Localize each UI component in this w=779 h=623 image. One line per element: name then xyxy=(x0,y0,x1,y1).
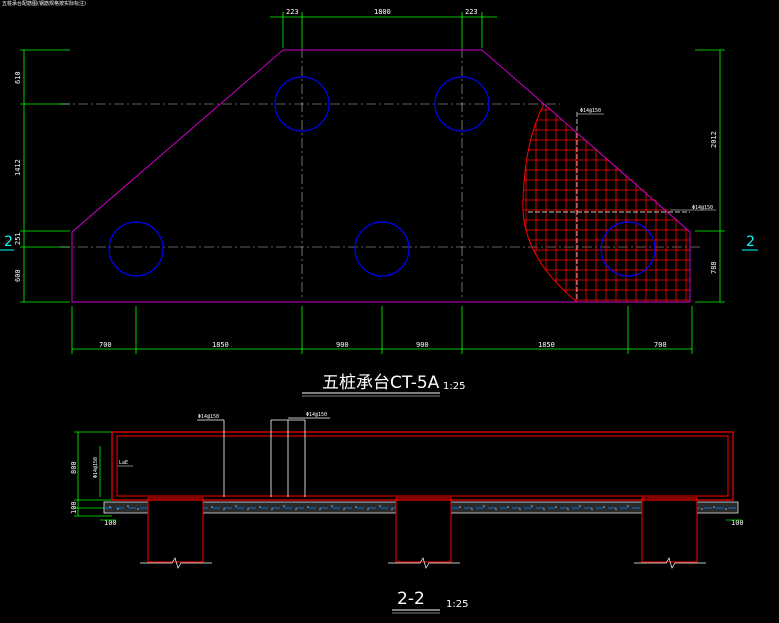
pile-4 xyxy=(354,221,410,277)
bottom-dim-3: 900 xyxy=(336,341,349,349)
section-left-dimension xyxy=(74,431,112,517)
section-side-label: LaE xyxy=(119,460,128,466)
rebar-leaders xyxy=(528,112,690,300)
section-small-dim-left: 100 xyxy=(104,519,117,527)
gravel-texture xyxy=(109,505,727,510)
section-dim-height: 800 xyxy=(70,461,78,474)
left-dim-4: 600 xyxy=(14,269,22,282)
section-piles xyxy=(147,497,698,563)
bottom-dim-1: 700 xyxy=(99,341,112,349)
bottom-dimension xyxy=(71,306,693,354)
pile-3 xyxy=(108,221,164,277)
right-dimension xyxy=(695,49,725,303)
section-dim-rebar: Φ14@150 xyxy=(93,457,99,478)
bottom-dim-5: 1850 xyxy=(538,341,555,349)
center-lines xyxy=(60,48,700,300)
left-dim-3: 251 xyxy=(14,232,22,245)
rebar-label-1: Φ14@150 xyxy=(580,108,601,114)
rebar-label-2: Φ14@150 xyxy=(692,205,713,211)
section-cap-outline xyxy=(111,431,734,501)
section-mark-left: 2 xyxy=(4,234,13,250)
top-dim-3: 223 xyxy=(465,8,478,16)
plan-scale: 1:25 xyxy=(443,381,465,392)
bottom-dim-6: 700 xyxy=(654,341,667,349)
pile-2 xyxy=(434,76,490,132)
section-mark-right: 2 xyxy=(746,234,755,250)
top-dimension xyxy=(270,12,497,48)
left-dim-1: 610 xyxy=(14,71,22,84)
rebar-mesh-arc xyxy=(522,103,578,303)
bottom-dim-4: 900 xyxy=(416,341,429,349)
section-rebar-leaders xyxy=(197,417,330,497)
section-rebar-cage xyxy=(116,435,729,497)
section-dim-bottom: 100 xyxy=(70,501,78,514)
left-dimension xyxy=(20,49,70,303)
plan-title: 五桩承台CT-5A xyxy=(322,373,440,393)
top-dim-1: 223 xyxy=(286,8,299,16)
drawing-header: 五桩承台配筋图(钢筋规格按实际标注) xyxy=(2,0,86,7)
left-dim-2: 1412 xyxy=(14,159,22,176)
pile-cap-outline xyxy=(71,49,691,303)
section-rebar-label-1: Φ14@150 xyxy=(198,414,219,420)
rebar-mesh xyxy=(522,104,690,302)
section-rebar-label-2: Φ14@150 xyxy=(306,412,327,418)
pile-break-lines xyxy=(140,557,706,569)
top-dim-2: 1800 xyxy=(374,8,391,16)
section-small-dim-right: 100 xyxy=(731,519,744,527)
section-scale: 1:25 xyxy=(446,599,468,610)
right-dim-1: 2012 xyxy=(710,131,718,148)
section-title: 2-2 xyxy=(397,589,425,609)
pile-1 xyxy=(274,76,330,132)
right-dim-2: 788 xyxy=(710,261,718,274)
pile-5 xyxy=(600,221,656,277)
bottom-dim-2: 1850 xyxy=(212,341,229,349)
